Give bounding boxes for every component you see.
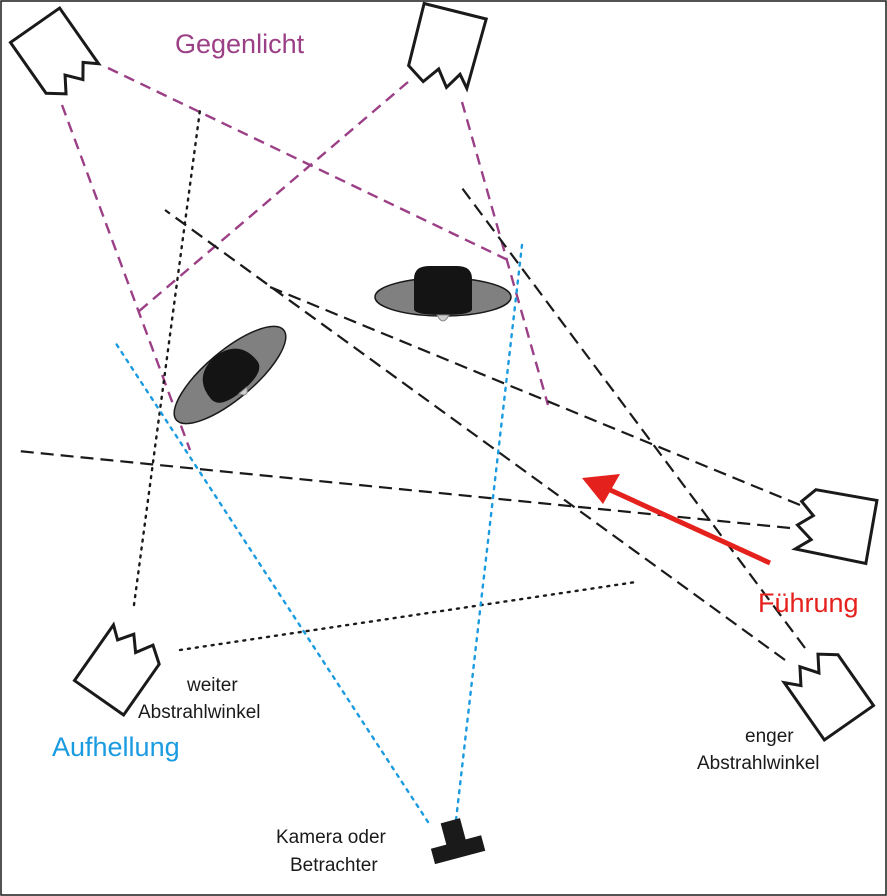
key-light-label: Führung	[758, 588, 859, 618]
backlight-beams	[60, 66, 550, 451]
spotlight-icon	[72, 621, 161, 718]
key-upper-beam-lower	[17, 449, 791, 530]
backlight-left-beam-lower	[60, 104, 192, 451]
key-upper-beam-upper	[264, 283, 801, 507]
narrow-angle-label-line1: enger	[745, 726, 794, 747]
key-lower-beam-left	[164, 209, 786, 661]
wide-angle-label-line1: weiter	[186, 675, 238, 696]
camera-sight-left	[113, 340, 430, 824]
wide-angle-label-line2: Abstrahlwinkel	[138, 702, 261, 723]
key-lower-beam-right	[461, 187, 806, 649]
spotlight-icon	[406, 1, 489, 93]
person-with-hat-icon	[374, 266, 512, 322]
wide-angle-beams	[132, 108, 638, 652]
backlight-label: Gegenlicht	[175, 29, 305, 59]
spotlight-icon	[8, 5, 102, 96]
backlight-right-beam-left	[137, 81, 409, 313]
fill-light-label: Aufhellung	[52, 732, 180, 762]
person-with-hat-icon	[173, 325, 287, 425]
camera-sight-lines	[113, 243, 524, 824]
camera-label-line2: Betrachter	[290, 855, 378, 876]
narrow-angle-label-line2: Abstrahlwinkel	[697, 753, 820, 774]
camera-sight-right	[454, 243, 524, 822]
arrow-icon	[582, 474, 772, 566]
spotlight-icon	[791, 488, 879, 566]
spotlight-icon	[780, 652, 876, 743]
wide-beam-lower	[178, 580, 638, 652]
camera-label-line1: Kamera oder	[276, 827, 387, 848]
wide-beam-upper	[132, 108, 202, 607]
backlight-right-beam-right	[460, 101, 550, 406]
camera-icon	[430, 818, 486, 865]
